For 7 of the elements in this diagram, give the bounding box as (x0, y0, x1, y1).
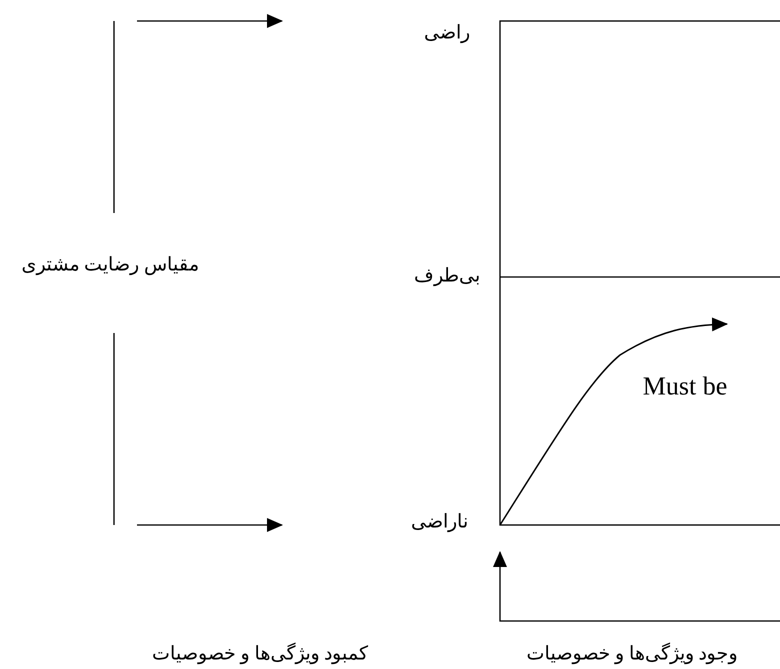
axis-label: کمبود ویژگی‌ها و خصوصیات (152, 644, 368, 666)
axis-label: Must be (642, 370, 728, 402)
axis-label: مقیاس رضایت مشتری (21, 254, 199, 278)
axis-label: راضی (424, 22, 470, 46)
axis-label: ناراضی (411, 512, 468, 534)
axis-label: بی‌طرف (414, 266, 480, 288)
axis-label: وجود ویژگی‌ها و خصوصیات (526, 644, 738, 666)
